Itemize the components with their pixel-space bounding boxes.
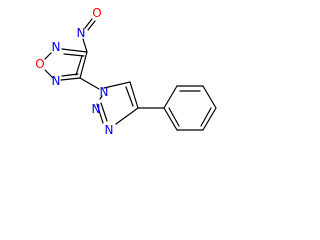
- bond-ph-3-4: [202, 85, 217, 109]
- bond-n2-n1: [99, 95, 103, 100]
- atom-o-furazan: O: [35, 57, 44, 71]
- bond-n-o-furazan-top: [44, 52, 52, 60]
- bond-ph-inner-4-5: [200, 107, 212, 127]
- bond-c5-c4-inner: [125, 86, 134, 107]
- bond-c4-n3: [115, 107, 139, 125]
- bond-ph-4-5: [202, 107, 217, 131]
- bond-n1-c5: [103, 81, 131, 89]
- bond-ph-6-1: [163, 107, 178, 131]
- atom-n-furazan-top: N: [52, 40, 61, 54]
- atom-n-nitroso: N: [77, 26, 86, 40]
- bond-n-c-furazan-bottom-inner: [61, 73, 79, 77]
- bond-ph-1-2: [163, 85, 178, 109]
- bond-n3-n2-double-b: [100, 102, 108, 122]
- atom-n-triazole-1: N: [100, 85, 109, 99]
- bond-n-o-nitroso-double-a: [84, 18, 93, 29]
- bond-n-o-nitroso-double-b: [87, 20, 96, 31]
- bond-c-n-furazan-top: [61, 48, 88, 53]
- bonds: [44, 18, 217, 131]
- bond-c-c-furazan-inner: [75, 55, 83, 76]
- bond-o-n-furazan-bottom: [44, 69, 54, 79]
- atom-n-triazole-3: N: [105, 123, 114, 137]
- atom-n-triazole-2: N: [92, 102, 101, 116]
- atom-n-furazan-bottom: N: [52, 74, 61, 88]
- bond-ph-inner-6-1: [168, 107, 180, 127]
- bond-c-n-furazan-top-inner: [63, 53, 85, 57]
- bond-c-n-nitroso: [82, 38, 88, 53]
- bond-c-c-furazan-single: [79, 51, 88, 79]
- bond-n3-n2-double-a: [96, 103, 104, 124]
- bond-c5-c4-single: [129, 81, 139, 109]
- atom-labels: O N N O N N N N: [35, 6, 113, 137]
- bond-n-c-furazan-bottom: [60, 77, 81, 81]
- chemical-structure-diagram: O N N O N N N N: [0, 0, 218, 151]
- canvas-background: [0, 0, 218, 151]
- bond-furazan-triazole: [79, 77, 100, 90]
- atom-o-nitroso: O: [92, 6, 101, 20]
